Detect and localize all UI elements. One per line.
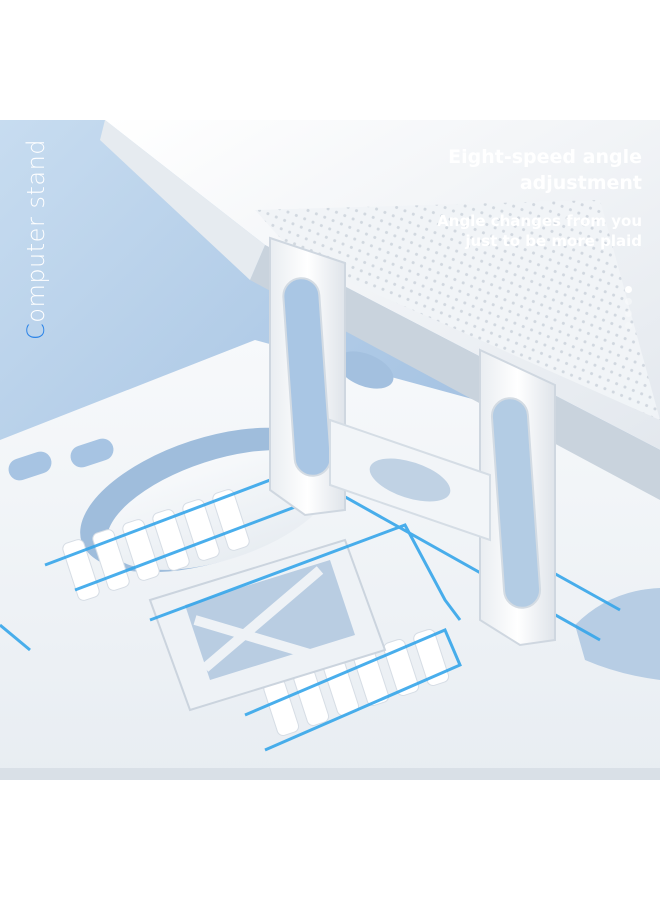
pager-dot-active[interactable] [625,286,632,293]
folding-leg-right [479,348,556,647]
side-label: Computer stand [22,139,50,340]
base-rib-row [263,628,450,736]
base-slot-cutout [70,438,114,468]
pager-dot[interactable] [625,322,632,329]
center-lock-frame [148,538,387,712]
base-plate-edge [0,768,660,780]
pager-dot[interactable] [625,310,632,317]
leg-crossbar [329,418,491,542]
laptop-stand-illustration [0,120,660,780]
pager-dots [625,286,633,334]
vent-window [336,351,394,389]
base-slot-cutout [8,451,52,481]
product-image-panel: Computer stand Eight-speed angle adjustm… [0,120,660,780]
subline: Angle changes from you just to be more p… [437,212,642,250]
base-side-cutout [575,588,660,680]
pager-dot[interactable] [625,298,632,305]
top-plate-underside [250,245,660,500]
side-label-rest: omputer stand [22,138,50,323]
side-label-first-letter: C [22,322,50,340]
top-plate-vent-area [255,200,660,420]
headline: Eight-speed angle adjustment [448,146,642,194]
folding-leg-left [269,236,346,517]
